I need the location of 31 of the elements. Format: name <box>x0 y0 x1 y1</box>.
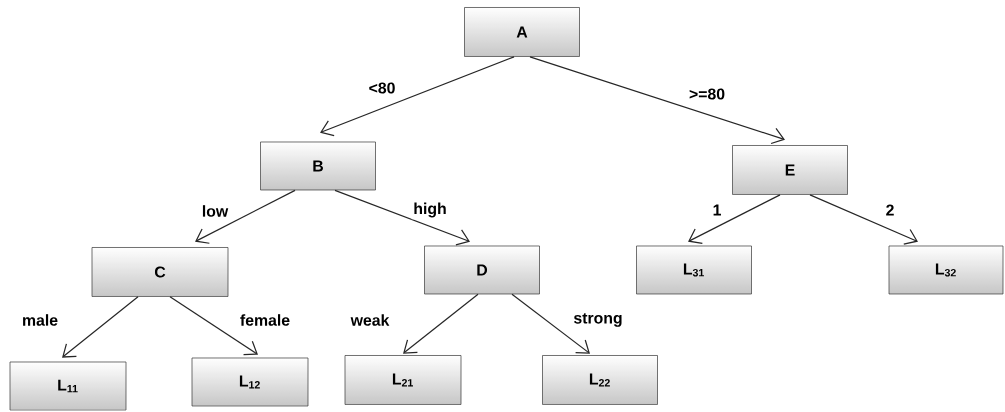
arrow <box>403 293 479 354</box>
edge-label: low <box>200 203 230 219</box>
tree-node-box: L$_{22}$ <box>542 355 658 405</box>
tree-node-box: C <box>91 247 229 297</box>
tree-node-box: B <box>260 141 376 191</box>
edge-label: 2 <box>883 202 897 218</box>
edge-label: <80 <box>366 80 398 96</box>
tree-node-box: L$_{12}$ <box>191 357 309 407</box>
tree-node-box: L$_{31}$ <box>636 245 752 295</box>
edge-label: high <box>411 200 449 220</box>
tree-node-box: E <box>732 145 848 195</box>
edge-label: female <box>238 312 292 328</box>
tree-node-box: L$_{21}$ <box>344 355 462 405</box>
arrow <box>511 293 590 354</box>
arrow <box>169 296 258 356</box>
arrow <box>529 56 785 145</box>
edge-label: strong <box>571 311 625 329</box>
arrow <box>688 194 781 244</box>
arrow <box>334 189 470 246</box>
arrow <box>809 194 918 245</box>
arrow <box>62 296 139 358</box>
edge-label: 1 <box>710 202 724 218</box>
tree-node-box: D <box>424 245 540 295</box>
arrow <box>320 56 515 137</box>
tree-node-box: L$_{32}$ <box>888 245 1004 295</box>
tree-node-box: L$_{11}$ <box>9 361 127 411</box>
edge-label: weak <box>348 312 392 328</box>
arrow <box>195 189 296 244</box>
tree-node-box: A <box>464 7 580 57</box>
edge-label: male <box>20 312 60 328</box>
edge-label: >=80 <box>687 86 727 102</box>
